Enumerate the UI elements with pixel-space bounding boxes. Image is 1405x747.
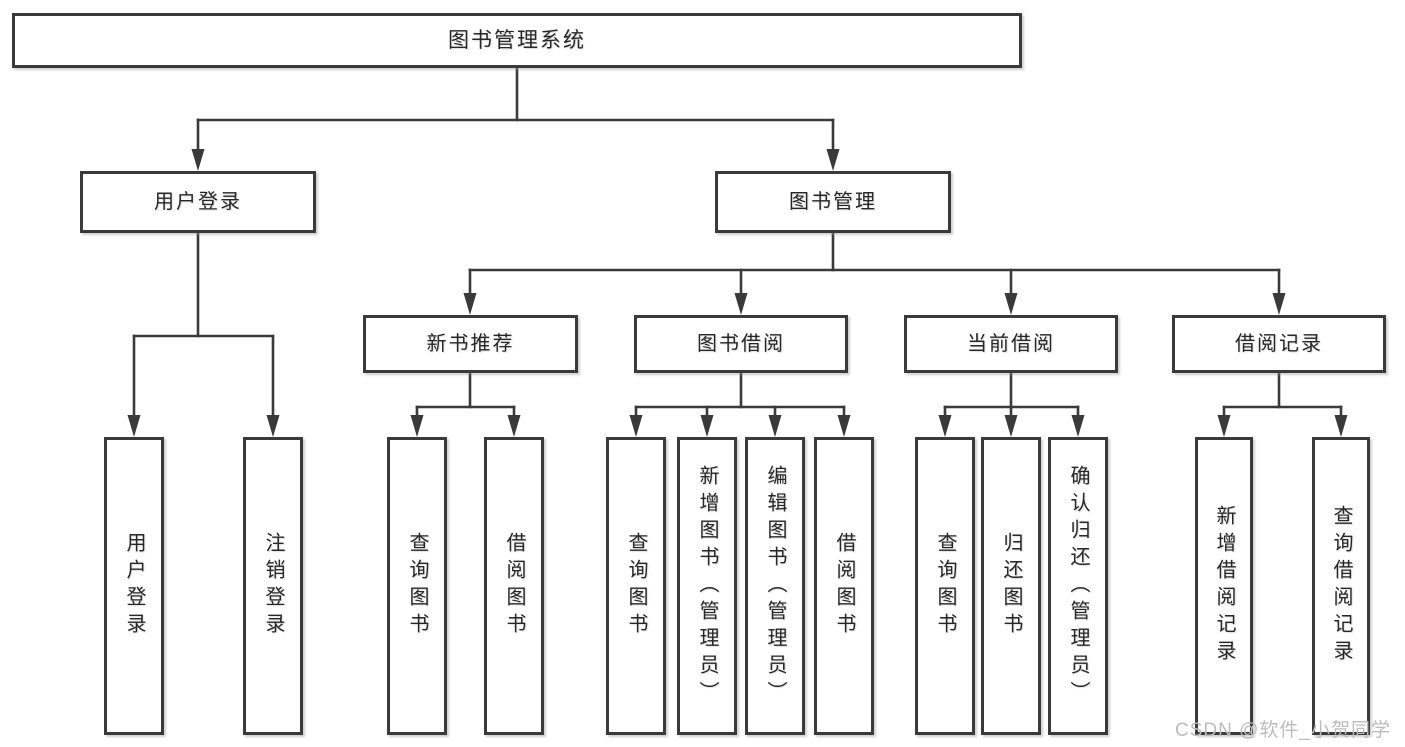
arrowhead-icon <box>768 415 782 437</box>
node-rec-borrow-book: 借阅图书 <box>484 437 544 735</box>
node-label-new-book-rec: 新书推荐 <box>426 333 515 355</box>
node-label-bb-borrow-book: 借阅图书 <box>833 532 855 640</box>
arrowhead-icon <box>1334 415 1348 437</box>
node-label-bb-edit-book: 编辑图书（管理员） <box>764 464 786 708</box>
node-br-query-record: 查询借阅记录 <box>1312 437 1370 735</box>
node-label-current-borrow: 当前借阅 <box>967 333 1055 355</box>
node-label-login-action: 用户登录 <box>123 532 145 640</box>
node-user-login: 用户登录 <box>80 171 316 233</box>
node-label-cb-return-book: 归还图书 <box>1000 532 1022 640</box>
arrowhead-icon <box>1272 293 1286 315</box>
node-label-book-borrow: 图书借阅 <box>697 333 785 355</box>
node-label-logout-action: 注销登录 <box>262 532 284 640</box>
node-bb-edit-book: 编辑图书（管理员） <box>745 437 805 735</box>
node-cb-confirm-return: 确认归还（管理员） <box>1048 437 1108 735</box>
arrowhead-icon <box>1217 415 1231 437</box>
arrowhead-icon <box>826 149 840 171</box>
node-cb-return-book: 归还图书 <box>981 437 1041 735</box>
node-label-cb-confirm-return: 确认归还（管理员） <box>1067 464 1089 708</box>
node-label-rec-query-book: 查询图书 <box>406 532 428 640</box>
arrowhead-icon <box>837 415 851 437</box>
node-label-rec-borrow-book: 借阅图书 <box>503 532 525 640</box>
node-new-book-rec: 新书推荐 <box>363 315 578 373</box>
node-bb-query-book: 查询图书 <box>606 437 666 735</box>
node-bb-add-book: 新增图书（管理员） <box>677 437 737 735</box>
node-label-book-management: 图书管理 <box>789 191 877 213</box>
arrowhead-icon <box>938 415 952 437</box>
arrowhead-icon <box>507 415 521 437</box>
node-rec-query-book: 查询图书 <box>387 437 447 735</box>
arrowhead-icon <box>266 415 280 437</box>
arrowhead-icon <box>734 293 748 315</box>
node-label-br-query-record: 查询借阅记录 <box>1330 505 1352 667</box>
arrowhead-icon <box>127 415 141 437</box>
csdn-watermark: CSDN @软件_小贺同学 <box>1175 720 1391 741</box>
arrowhead-icon <box>410 415 424 437</box>
node-label-user-login: 用户登录 <box>154 191 242 213</box>
node-login-action: 用户登录 <box>104 437 164 735</box>
arrowhead-icon <box>1004 415 1018 437</box>
node-br-add-record: 新增借阅记录 <box>1195 437 1253 735</box>
arrowhead-icon <box>1071 415 1085 437</box>
node-label-bb-query-book: 查询图书 <box>625 532 647 640</box>
arrowhead-icon <box>191 149 205 171</box>
node-borrow-record: 借阅记录 <box>1172 315 1386 373</box>
node-label-br-add-record: 新增借阅记录 <box>1213 505 1235 667</box>
arrowhead-icon <box>629 415 643 437</box>
node-library-system: 图书管理系统 <box>12 13 1022 68</box>
arrowhead-icon <box>463 293 477 315</box>
node-logout-action: 注销登录 <box>243 437 303 735</box>
node-label-bb-add-book: 新增图书（管理员） <box>696 464 718 708</box>
node-label-borrow-record: 借阅记录 <box>1235 333 1323 355</box>
node-book-management: 图书管理 <box>715 171 951 233</box>
node-label-library-system: 图书管理系统 <box>448 28 586 52</box>
node-label-cb-query-book: 查询图书 <box>934 532 956 640</box>
arrowhead-icon <box>700 415 714 437</box>
node-book-borrow: 图书借阅 <box>634 315 848 373</box>
node-bb-borrow-book: 借阅图书 <box>814 437 874 735</box>
node-cb-query-book: 查询图书 <box>915 437 975 735</box>
arrowhead-icon <box>1004 293 1018 315</box>
node-current-borrow: 当前借阅 <box>904 315 1118 373</box>
